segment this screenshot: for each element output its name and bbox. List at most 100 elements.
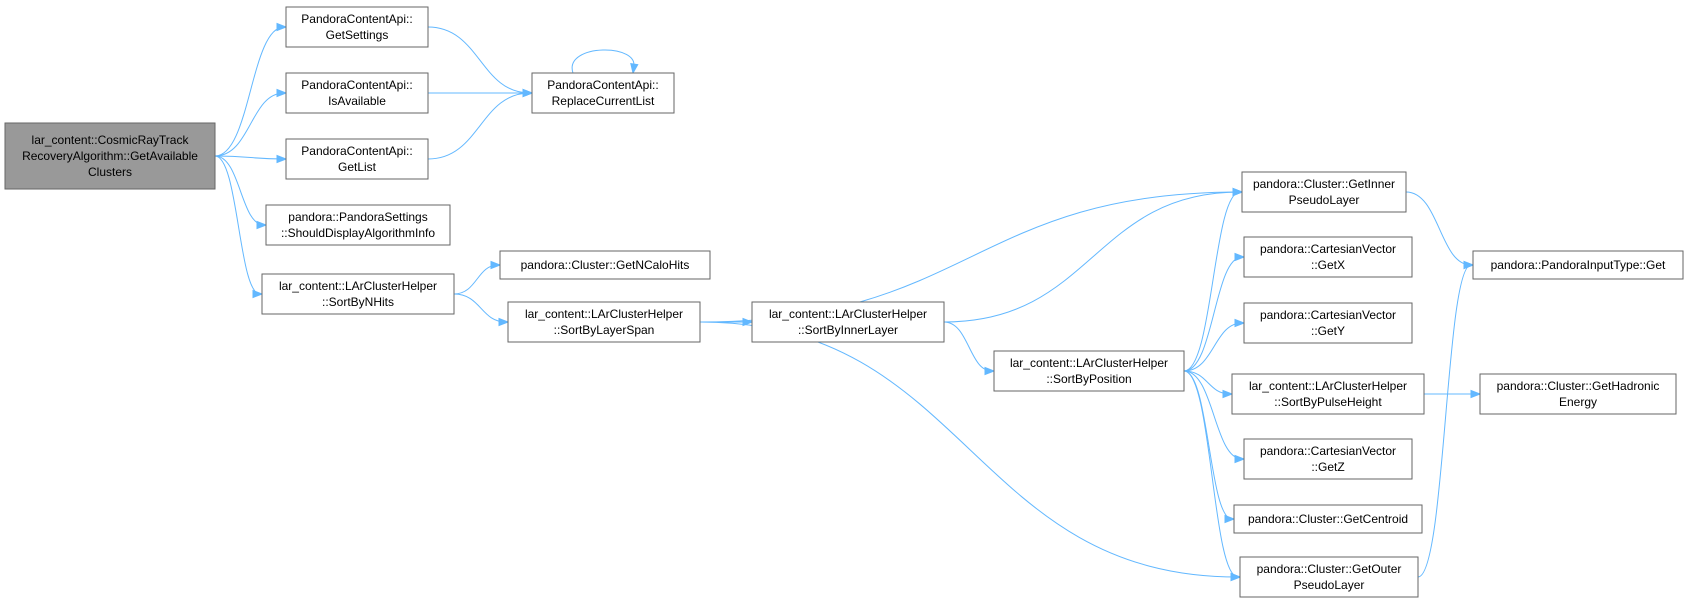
node-sortbyinnerlayer-box (751, 301, 945, 343)
node-gety-box (1243, 302, 1413, 344)
edge-sortbyposition-to-getinnerpseudolayer (1183, 191, 1241, 372)
edge-sortbyposition-to-getx-arrowhead (1234, 252, 1246, 262)
edge-sortbyposition-to-getcentroid-arrowhead (1224, 514, 1236, 524)
edge-sortbyposition-to-gety (1183, 322, 1243, 372)
edge-root-to-isavailable-arrowhead (276, 88, 288, 98)
node-getouterpseudolayer-label-line: PseudoLayer (1294, 578, 1365, 592)
node-sortbyinnerlayer-label-line: lar_content::LArClusterHelper (769, 307, 927, 321)
node-sortbyposition-box (993, 350, 1185, 392)
edge-root-to-shoulddisplay-arrowhead (256, 220, 268, 230)
edge-sortbynhits-to-getncalohits (453, 264, 499, 295)
node-getncalohits-box (499, 250, 711, 280)
node-pandorainputtypeget-label-line: pandora::PandoraInputType::Get (1491, 258, 1666, 272)
edge-sortbyinnerlayer-to-sortbyposition-arrowhead (984, 366, 996, 376)
edge-sortbynhits-to-sortbylayerspan (453, 293, 507, 323)
node-pandorainputtypeget-box (1472, 250, 1684, 280)
node-isavailable-box (285, 72, 429, 114)
node-getcentroid-box (1233, 504, 1423, 534)
edge-sortbyposition-to-sortbypulseheight-arrowhead (1222, 389, 1234, 399)
node-getz[interactable]: pandora::CartesianVector::GetZ (1243, 438, 1413, 480)
node-pandorainputtypeget[interactable]: pandora::PandoraInputType::Get (1472, 250, 1684, 280)
node-sortbynhits[interactable]: lar_content::LArClusterHelper::SortByNHi… (261, 273, 455, 315)
node-replacecurrentlist-label-line: PandoraContentApi:: (547, 78, 658, 92)
node-getx-label-line: ::GetX (1311, 258, 1345, 272)
edge-sortbyposition-to-getouterpseudolayer-arrowhead (1230, 572, 1242, 582)
edge-getouterpseudolayer-to-pandorainputtypeget-arrowhead (1463, 260, 1475, 270)
node-getz-label-line: pandora::CartesianVector (1260, 444, 1396, 458)
node-getx-label-line: pandora::CartesianVector (1260, 242, 1396, 256)
node-getz-label-line: ::GetZ (1311, 460, 1344, 474)
edge-sortbyinnerlayer-to-getinnerpseudolayer (943, 191, 1241, 323)
node-sortbylayerspan[interactable]: lar_content::LArClusterHelper::SortByLay… (507, 301, 701, 343)
edge-sortbynhits-to-getncalohits-arrowhead (490, 260, 502, 270)
node-root: lar_content::CosmicRayTrackRecoveryAlgor… (4, 122, 216, 190)
edge-sortbyposition-to-getouterpseudolayer (1183, 370, 1239, 578)
node-sortbyinnerlayer-label-line: ::SortByInnerLayer (798, 323, 898, 337)
edge-root-to-shoulddisplay (214, 155, 265, 226)
node-sortbyinnerlayer[interactable]: lar_content::LArClusterHelper::SortByInn… (751, 301, 945, 343)
node-root-label-line: RecoveryAlgorithm::GetAvailable (22, 149, 198, 163)
node-getcentroid[interactable]: pandora::Cluster::GetCentroid (1233, 504, 1423, 534)
call-graph-nodes: lar_content::CosmicRayTrackRecoveryAlgor… (4, 6, 1684, 598)
edge-sortbyposition-to-getz (1183, 370, 1243, 460)
node-shoulddisplay-label-line: pandora::PandoraSettings (288, 210, 427, 224)
edge-getsettings-to-replacecurrentlist (427, 26, 531, 94)
node-getlist[interactable]: PandoraContentApi::GetList (285, 138, 429, 180)
node-sortbylayerspan-label-line: lar_content::LArClusterHelper (525, 307, 683, 321)
edge-replacecurrentlist-to-replacecurrentlist-arrowhead (630, 62, 639, 75)
node-sortbylayerspan-box (507, 301, 701, 343)
node-gety[interactable]: pandora::CartesianVector::GetY (1243, 302, 1413, 344)
edge-root-to-sortbynhits-arrowhead (252, 289, 264, 299)
edge-root-to-getsettings (214, 26, 285, 157)
node-gethadronicenergy-label-line: pandora::Cluster::GetHadronic (1497, 379, 1660, 393)
node-isavailable-label-line: PandoraContentApi:: (301, 78, 412, 92)
node-sortbylayerspan-label-line: ::SortByLayerSpan (554, 323, 655, 337)
edge-sortbyposition-to-gety-arrowhead (1234, 318, 1246, 328)
edge-getouterpseudolayer-to-pandorainputtypeget (1417, 264, 1472, 578)
node-sortbyposition-label-line: ::SortByPosition (1046, 372, 1131, 386)
edge-root-to-sortbynhits (214, 155, 261, 295)
node-getlist-label-line: GetList (338, 160, 377, 174)
node-sortbynhits-label-line: ::SortByNHits (322, 295, 394, 309)
edge-root-to-getlist-arrowhead (276, 154, 288, 164)
edge-replacecurrentlist-to-replacecurrentlist (571, 49, 635, 74)
node-getncalohits[interactable]: pandora::Cluster::GetNCaloHits (499, 250, 711, 280)
node-getsettings-label-line: GetSettings (326, 28, 389, 42)
edge-root-to-getsettings-arrowhead (276, 22, 288, 32)
node-isavailable[interactable]: PandoraContentApi::IsAvailable (285, 72, 429, 114)
edge-sortbyinnerlayer-to-sortbyposition (943, 321, 993, 372)
node-sortbyposition[interactable]: lar_content::LArClusterHelper::SortByPos… (993, 350, 1185, 392)
node-shoulddisplay[interactable]: pandora::PandoraSettings::ShouldDisplayA… (265, 204, 451, 246)
edge-sortbyposition-to-getx (1183, 256, 1243, 372)
node-getx-box (1243, 236, 1413, 278)
node-sortbynhits-label-line: lar_content::LArClusterHelper (279, 279, 437, 293)
node-replacecurrentlist-box (531, 72, 675, 114)
node-getouterpseudolayer-label-line: pandora::Cluster::GetOuter (1257, 562, 1402, 576)
edge-sortbyposition-to-getinnerpseudolayer-arrowhead (1232, 187, 1244, 197)
node-gety-label-line: ::GetY (1311, 324, 1345, 338)
edge-sortbypulseheight-to-gethadronicenergy-arrowhead (1470, 389, 1482, 399)
node-sortbypulseheight-box (1231, 373, 1425, 415)
node-sortbyposition-label-line: lar_content::LArClusterHelper (1010, 356, 1168, 370)
node-replacecurrentlist[interactable]: PandoraContentApi::ReplaceCurrentList (531, 72, 675, 114)
node-sortbypulseheight-label-line: lar_content::LArClusterHelper (1249, 379, 1407, 393)
edge-getlist-to-replacecurrentlist (427, 92, 531, 160)
node-getinnerpseudolayer-box (1241, 171, 1407, 213)
node-sortbypulseheight[interactable]: lar_content::LArClusterHelper::SortByPul… (1231, 373, 1425, 415)
node-getinnerpseudolayer-label-line: pandora::Cluster::GetInner (1253, 177, 1395, 191)
node-root-box (4, 122, 216, 190)
node-getsettings-label-line: PandoraContentApi:: (301, 12, 412, 26)
node-getsettings[interactable]: PandoraContentApi::GetSettings (285, 6, 429, 48)
node-gethadronicenergy-label-line: Energy (1559, 395, 1597, 409)
node-shoulddisplay-box (265, 204, 451, 246)
node-getinnerpseudolayer-label-line: PseudoLayer (1289, 193, 1360, 207)
node-getouterpseudolayer-box (1239, 556, 1419, 598)
node-gety-label-line: pandora::CartesianVector (1260, 308, 1396, 322)
node-getx[interactable]: pandora::CartesianVector::GetX (1243, 236, 1413, 278)
edge-sortbyposition-to-getz-arrowhead (1234, 454, 1246, 464)
node-getcentroid-label-line: pandora::Cluster::GetCentroid (1248, 512, 1408, 526)
